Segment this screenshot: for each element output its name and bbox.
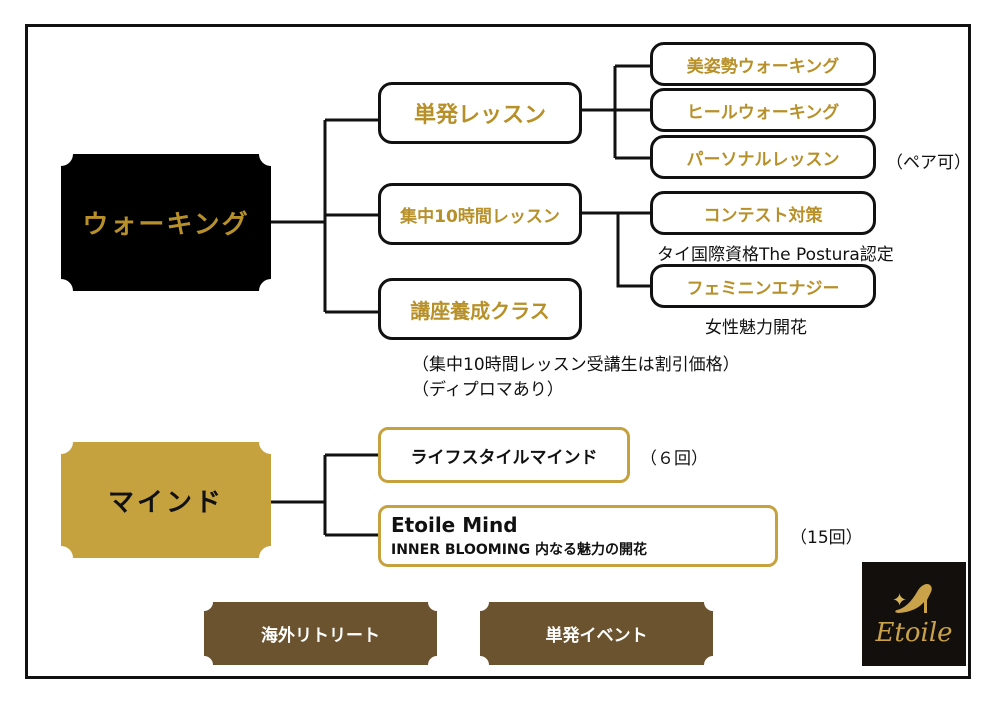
walking-title: ウォーキング [82,210,250,240]
walking-box-shape [61,154,271,291]
intensive-lesson-box: 集中10時間レッスン [378,183,582,245]
mind-box: マインド [61,442,271,558]
trainer-diploma-note: （ディプロマあり） [412,380,564,400]
single-lesson-box: 単発レッスン [378,82,582,144]
diagram-frame [25,24,971,679]
retreat-box: 海外リトリート [204,602,437,665]
feminine-note: 女性魅力開花 [705,318,807,338]
pair-note: （ペア可） [886,153,971,173]
high-heel-icon [895,584,932,613]
retreat-box-shape [204,602,437,665]
logo-text: Etoile [875,618,953,648]
etoile-mind-subtitle: INNER BLOOMING 内なる魅力の開花 [391,542,647,558]
intensive-item-feminine: フェミニンエナジー [650,264,876,308]
event-label: 単発イベント [545,626,648,646]
etoile-mind-title: Etoile Mind [391,513,518,537]
mind-box-shape [61,442,271,558]
etoile-logo: ✦ Etoile [862,562,966,666]
trainer-class-box: 講座養成クラス [378,278,582,340]
event-box: 単発イベント [480,602,713,665]
trainer-discount-note: （集中10時間レッスン受講生は割引価格） [412,355,740,375]
mind-title: マインド [107,487,224,518]
event-box-shape [480,602,713,665]
single-item-posture-walking: 美姿勢ウォーキング [650,42,876,86]
etoile-mind-note: （15回） [790,528,863,548]
contest-note: タイ国際資格The Postura認定 [657,245,894,265]
lifestyle-mind-box: ライフスタイルマインド [378,427,630,483]
lifestyle-note: （６回） [640,449,708,469]
retreat-label: 海外リトリート [261,626,380,646]
intensive-item-contest: コンテスト対策 [650,191,876,235]
walking-box: ウォーキング [61,154,271,291]
single-item-personal-lesson: パーソナルレッスン [650,135,876,179]
connector-feminine [616,213,650,288]
star-icon: ✦ [892,590,908,611]
single-item-heel-walking: ヒールウォーキング [650,88,876,132]
etoile-mind-box: Etoile Mind INNER BLOOMING 内なる魅力の開花 [378,505,778,567]
